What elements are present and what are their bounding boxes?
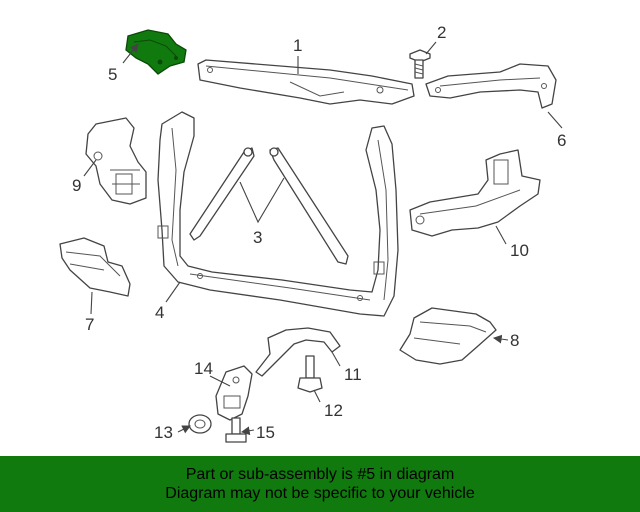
banner-line-2: Diagram may not be specific to your vehi… (165, 485, 475, 502)
callout-14: 14 (194, 359, 213, 378)
callout-1: 1 (293, 36, 302, 55)
callout-4: 4 (155, 303, 164, 322)
part-7-left-deflector[interactable] (59, 237, 131, 297)
part-5-bracket[interactable] (125, 29, 187, 75)
parts-diagram: 5 1 2 6 9 3 4 10 7 8 11 12 14 13 15 (59, 23, 566, 443)
callout-labels: 5 1 2 6 9 3 4 10 7 8 11 12 14 13 15 (72, 23, 566, 442)
part-12-bolt[interactable] (297, 355, 323, 393)
callout-7: 7 (85, 315, 94, 334)
callout-6: 6 (557, 131, 566, 150)
part-3-hood-struts[interactable] (189, 147, 349, 265)
banner-line-1: Part or sub-assembly is #5 in diagram (185, 466, 455, 483)
callout-9: 9 (72, 176, 81, 195)
part-6-right-bracket[interactable] (425, 63, 557, 109)
part-1-upper-tie-bar[interactable] (197, 59, 415, 105)
callout-11: 11 (344, 365, 362, 384)
part-8-right-deflector[interactable] (399, 307, 497, 365)
callout-13: 13 (154, 423, 173, 442)
part-13-grommet[interactable] (188, 414, 212, 434)
callout-3: 3 (253, 228, 262, 247)
callout-10: 10 (510, 241, 529, 260)
callout-5: 5 (108, 65, 117, 84)
part-15-bolt[interactable] (225, 417, 247, 443)
part-2-bolt[interactable] (409, 49, 431, 79)
part-11-rod[interactable] (255, 327, 341, 377)
callout-8: 8 (510, 331, 519, 350)
callout-15: 15 (256, 423, 275, 442)
callout-12: 12 (324, 401, 343, 420)
leader-lines (83, 41, 563, 436)
part-4-radiator-frame[interactable] (157, 111, 399, 317)
part-14-latch-bracket[interactable] (215, 365, 253, 421)
callout-2: 2 (437, 23, 446, 42)
part-10-center-bracket[interactable] (409, 149, 541, 237)
part-9-left-bracket[interactable] (85, 117, 147, 205)
info-banner: Part or sub-assembly is #5 in diagram Di… (0, 456, 640, 512)
